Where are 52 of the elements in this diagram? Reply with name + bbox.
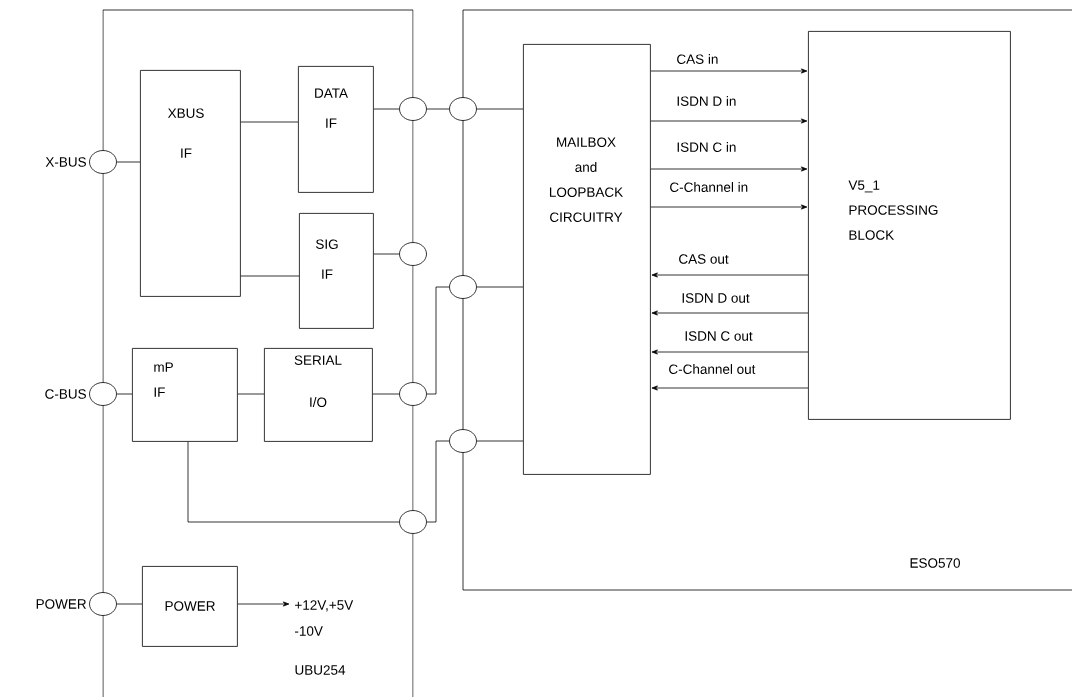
connector-line [240,275,300,277]
arrow [651,310,809,316]
interface-box: DATA IF [298,66,374,193]
connector-line [237,393,265,395]
connector-circle [399,97,427,121]
voltage-label: +12V,+5V -10V [295,600,354,636]
connector-line [187,441,400,523]
connector-circle [449,275,477,299]
interface-box: mP IF [132,348,238,442]
port-label: POWER [36,599,86,609]
connector-circle [399,510,427,534]
interface-box: XBUS IF [140,70,241,297]
edge-label: ISDN C out [683,330,754,342]
connector-circle [449,429,477,453]
edge-label: CAS in [675,53,720,65]
port-label: X-BUS [45,157,86,167]
connector-line [476,108,524,110]
connector-line [240,121,299,123]
connector-line [426,440,450,523]
connector-line [373,108,400,110]
arrow [651,385,809,391]
connector-circle [399,242,427,266]
edge-label: C-Channel in [668,181,750,193]
connector-line [476,286,524,288]
connector-line [426,286,450,395]
connector-circle [399,382,427,406]
arrow [650,68,808,74]
connector-line [426,108,450,110]
edge-label: C-Channel out [667,363,757,375]
circuitry-box: MAILBOX and LOOPBACK CIRCUITRY [523,44,651,475]
edge-label: ISDN C in [675,141,738,153]
port-label: C-BUS [45,389,86,399]
arrow [650,118,808,124]
edge-label: ISDN D out [680,292,751,304]
connector-line [372,393,400,395]
interface-box: SIG IF [299,213,374,329]
connector-circle [449,97,477,121]
arrow [650,166,808,172]
power-box: POWER [142,566,238,647]
arrow [237,601,290,607]
connector-line [116,161,141,163]
connector-line [373,253,400,255]
edge-label: CAS out [677,253,730,265]
connector-line [116,603,143,605]
arrow [651,349,809,355]
edge-label: ISDN D in [675,95,738,107]
io-box: SERIAL I/O [264,348,373,442]
connector-line [116,393,133,395]
arrow [650,204,808,210]
processing-block: V5_1 PROCESSING BLOCK [808,31,1011,420]
arrow [651,272,809,278]
connector-line [476,440,524,442]
